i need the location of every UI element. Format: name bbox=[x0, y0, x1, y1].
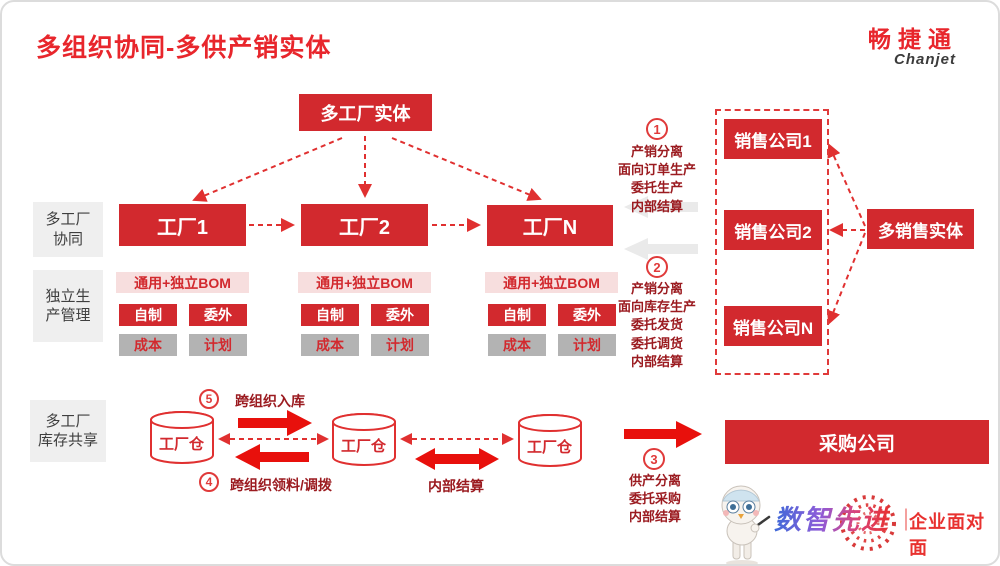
plan-box: 计划 bbox=[371, 334, 429, 356]
production-group-1: 通用+独立BOM 自制 委外 成本 计划 bbox=[116, 272, 249, 357]
step-circle-2: 2 bbox=[646, 256, 668, 278]
logo-cn-text: 畅捷通 bbox=[868, 26, 958, 52]
bom-bar: 通用+独立BOM bbox=[485, 272, 618, 293]
arrowhead-icon bbox=[218, 433, 230, 445]
purchase-company-box: 采购公司 bbox=[725, 420, 989, 464]
multi-factory-entity-box: 多工厂实体 bbox=[299, 94, 432, 131]
warehouse-cylinder-2: 工厂仓 bbox=[330, 411, 398, 474]
chanjet-logo: 畅捷通 Chanjet bbox=[868, 20, 958, 68]
warehouse-cylinder-3: 工厂仓 bbox=[516, 412, 584, 475]
annotation-label-5: 跨组织入库 bbox=[235, 393, 305, 409]
cost-box: 成本 bbox=[119, 334, 177, 356]
production-group-2: 通用+独立BOM 自制 委外 成本 计划 bbox=[298, 272, 431, 357]
cylinder-icon bbox=[150, 411, 214, 464]
annotation-text-2: 产销分离 面向库存生产 委托发货 委托调货 内部结算 bbox=[617, 281, 696, 369]
cylinder-icon bbox=[518, 414, 582, 467]
warehouse-label: 工厂仓 bbox=[341, 438, 387, 455]
cost-box: 成本 bbox=[301, 334, 359, 356]
plan-box: 计划 bbox=[189, 334, 247, 356]
warehouse-label: 工厂仓 bbox=[159, 436, 205, 453]
multi-sales-entity-box: 多销售实体 bbox=[867, 209, 974, 249]
brand-slogan-text: 数智先进 bbox=[774, 498, 890, 537]
outsourced-box: 委外 bbox=[558, 304, 616, 326]
footer-divider: ｜ bbox=[895, 508, 918, 533]
dashed-arrow-entity-to-salesN bbox=[826, 232, 866, 325]
outsourced-box: 委外 bbox=[371, 304, 429, 326]
step-circle-3: 3 bbox=[643, 448, 665, 470]
section-label-inventory: 多工厂 库存共享 bbox=[30, 400, 106, 462]
section-label-production: 独立生 产管理 bbox=[33, 270, 103, 342]
warehouse-cylinder-1: 工厂仓 bbox=[148, 409, 216, 472]
plan-box: 计划 bbox=[558, 334, 616, 356]
red-left-arrow-icon bbox=[235, 444, 309, 470]
factory-box-1: 工厂1 bbox=[119, 204, 246, 246]
sales-company-box-2: 销售公司2 bbox=[724, 210, 822, 250]
footer-tagline: 企业面对面 bbox=[909, 512, 985, 558]
annotation-label-4: 跨组织领料/调拨 bbox=[230, 477, 332, 493]
arrowhead-icon bbox=[400, 433, 412, 445]
step-circle-4: 4 bbox=[199, 472, 219, 492]
factory-box-n: 工厂N bbox=[487, 205, 613, 246]
sales-dashed-frame bbox=[715, 109, 829, 375]
arrowhead-icon bbox=[317, 433, 329, 445]
red-right-arrow-icon bbox=[238, 410, 312, 436]
warehouse-label: 工厂仓 bbox=[527, 439, 573, 456]
production-group-n: 通用+独立BOM 自制 委外 成本 计划 bbox=[485, 272, 618, 357]
bom-bar: 通用+独立BOM bbox=[116, 272, 249, 293]
dashed-arrow-entity-to-sales1 bbox=[827, 143, 866, 227]
annotation-text-1: 产销分离 面向订单生产 委托生产 内部结算 bbox=[617, 144, 696, 214]
outsourced-box: 委外 bbox=[189, 304, 247, 326]
logo-en-text: Chanjet bbox=[893, 51, 956, 68]
sales-company-box-n: 销售公司N bbox=[724, 306, 822, 346]
self-made-box: 自制 bbox=[301, 304, 359, 326]
bom-bar: 通用+独立BOM bbox=[298, 272, 431, 293]
self-made-box: 自制 bbox=[488, 304, 546, 326]
red-right-arrow-icon bbox=[624, 421, 702, 448]
dashed-arrow-entity-to-factory1 bbox=[192, 137, 343, 202]
dashed-arrow-entity-to-factoryN bbox=[391, 137, 542, 201]
robot-mascot-icon bbox=[713, 483, 771, 564]
factory-box-2: 工厂2 bbox=[301, 204, 428, 246]
step-circle-5: 5 bbox=[199, 389, 219, 409]
annotation-text-3: 供产分离 委托采购 内部结算 bbox=[628, 473, 681, 525]
internal-settlement-label: 内部结算 bbox=[428, 478, 484, 494]
section-label-collaboration: 多工厂 协同 bbox=[33, 202, 103, 257]
page-title: 多组织协同-多供产销实体 bbox=[36, 34, 332, 62]
red-double-arrow-icon bbox=[415, 448, 499, 470]
step-circle-1: 1 bbox=[646, 118, 668, 140]
self-made-box: 自制 bbox=[119, 304, 177, 326]
cylinder-icon bbox=[332, 413, 396, 466]
cost-box: 成本 bbox=[488, 334, 546, 356]
arrowhead-icon bbox=[502, 433, 514, 445]
sales-company-box-1: 销售公司1 bbox=[724, 119, 822, 159]
dot-swirl-icon bbox=[838, 490, 896, 561]
